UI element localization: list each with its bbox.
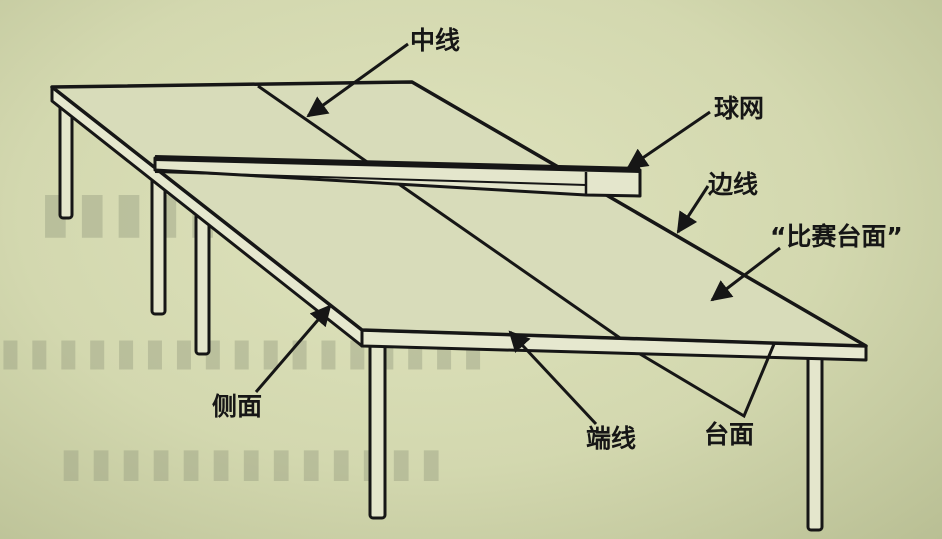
end-line-leader xyxy=(508,330,598,426)
side-line-leader xyxy=(676,185,710,234)
net-leader xyxy=(626,110,711,170)
table-leg xyxy=(806,350,824,532)
table-top-surface xyxy=(50,80,868,348)
side-face-leader xyxy=(254,304,332,393)
playing-surface-leader xyxy=(710,246,781,302)
net-top-band xyxy=(154,155,641,173)
table-top-leader xyxy=(639,343,776,419)
centre-line-label: 中线 xyxy=(410,26,461,55)
side-line-label: 边线 xyxy=(708,170,759,199)
centre-line-leader xyxy=(306,42,409,118)
table-leg xyxy=(194,212,211,356)
table-leg xyxy=(58,98,74,220)
table-top-label: 台面 xyxy=(704,420,755,449)
end-line-label: 端线 xyxy=(586,424,637,453)
leader-lines xyxy=(254,42,781,426)
net xyxy=(153,155,642,198)
net-bottom-edge xyxy=(154,171,587,186)
table-leg xyxy=(150,174,167,316)
side-face-label: 侧面 xyxy=(212,392,263,421)
table-leg xyxy=(368,334,387,520)
playing-surface-label: “比赛台面” xyxy=(770,222,903,251)
centre-line xyxy=(257,84,621,340)
table-legs xyxy=(58,98,824,532)
net-label: 球网 xyxy=(714,94,765,123)
